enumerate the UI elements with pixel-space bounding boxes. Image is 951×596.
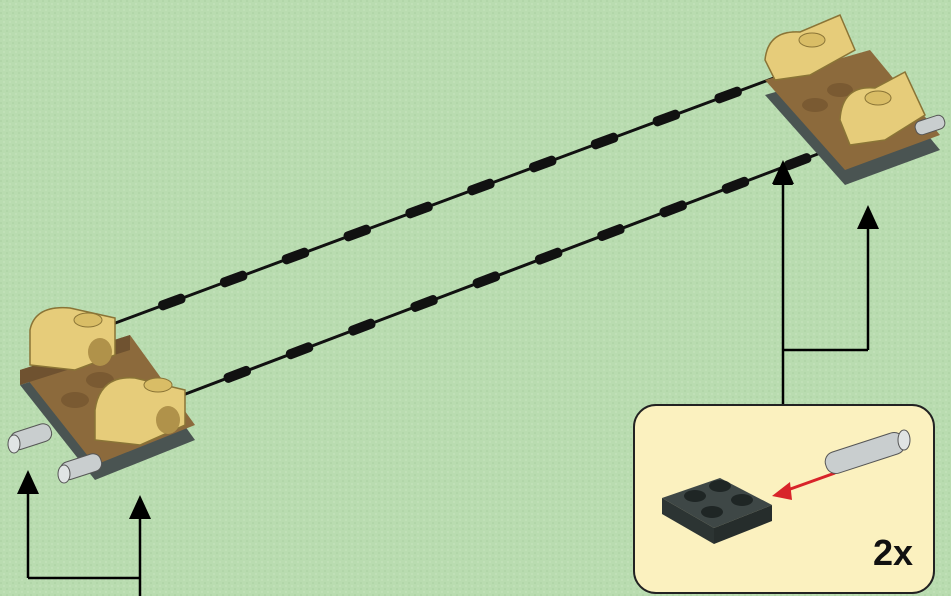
quantity-label: 2x: [873, 532, 913, 574]
